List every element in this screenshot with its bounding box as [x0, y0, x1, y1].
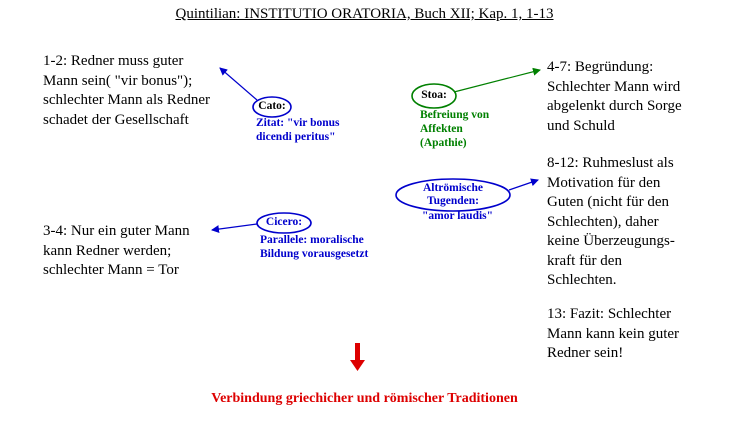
cicero-note: Parallele: moralische Bildung vorausgese…: [260, 234, 369, 260]
cato-note: Zitat: "vir bonus dicendi peritus": [256, 117, 340, 143]
stoa-bubble: [411, 83, 457, 109]
text-block-13: 13: Fazit: Schlechter Mann kann kein gut…: [547, 306, 680, 361]
roman-virtues-note: "amor laudis": [422, 210, 494, 222]
cato-bubble: [252, 96, 292, 118]
text-block-3-4: 3-4: Nur ein guter Mann kann Redner werd…: [43, 223, 190, 278]
cicero-arrow: [211, 223, 258, 234]
stoa-note: Befreiung von Affekten (Apathie): [420, 109, 490, 149]
down-arrow-icon: [350, 343, 365, 371]
stoa-arrow: [453, 67, 541, 93]
conclusion-text: Verbindung griechicher und römischer Tra…: [211, 391, 518, 406]
text-block-8-12: 8-12: Ruhmeslust als Motivation für den …: [547, 155, 675, 288]
roman-virtues-arrow: [508, 178, 539, 191]
cicero-bubble: [256, 212, 312, 234]
cato-arrow: [219, 67, 258, 101]
roman-virtues-label: Altrömische Tugenden:: [422, 182, 484, 207]
stoa-label: Stoa:: [421, 89, 447, 101]
cicero-label: Cicero:: [265, 216, 303, 228]
roman-virtues-bubble: [395, 178, 511, 212]
text-block-4-7: 4-7: Begründung: Schlechter Mann wird ab…: [547, 59, 682, 134]
text-block-1-2: 1-2: Redner muss guter Mann sein( "vir b…: [43, 53, 211, 128]
page-title: Quintilian: INSTITUTIO ORATORIA, Buch XI…: [175, 6, 554, 22]
cato-label: Cato:: [258, 100, 286, 112]
